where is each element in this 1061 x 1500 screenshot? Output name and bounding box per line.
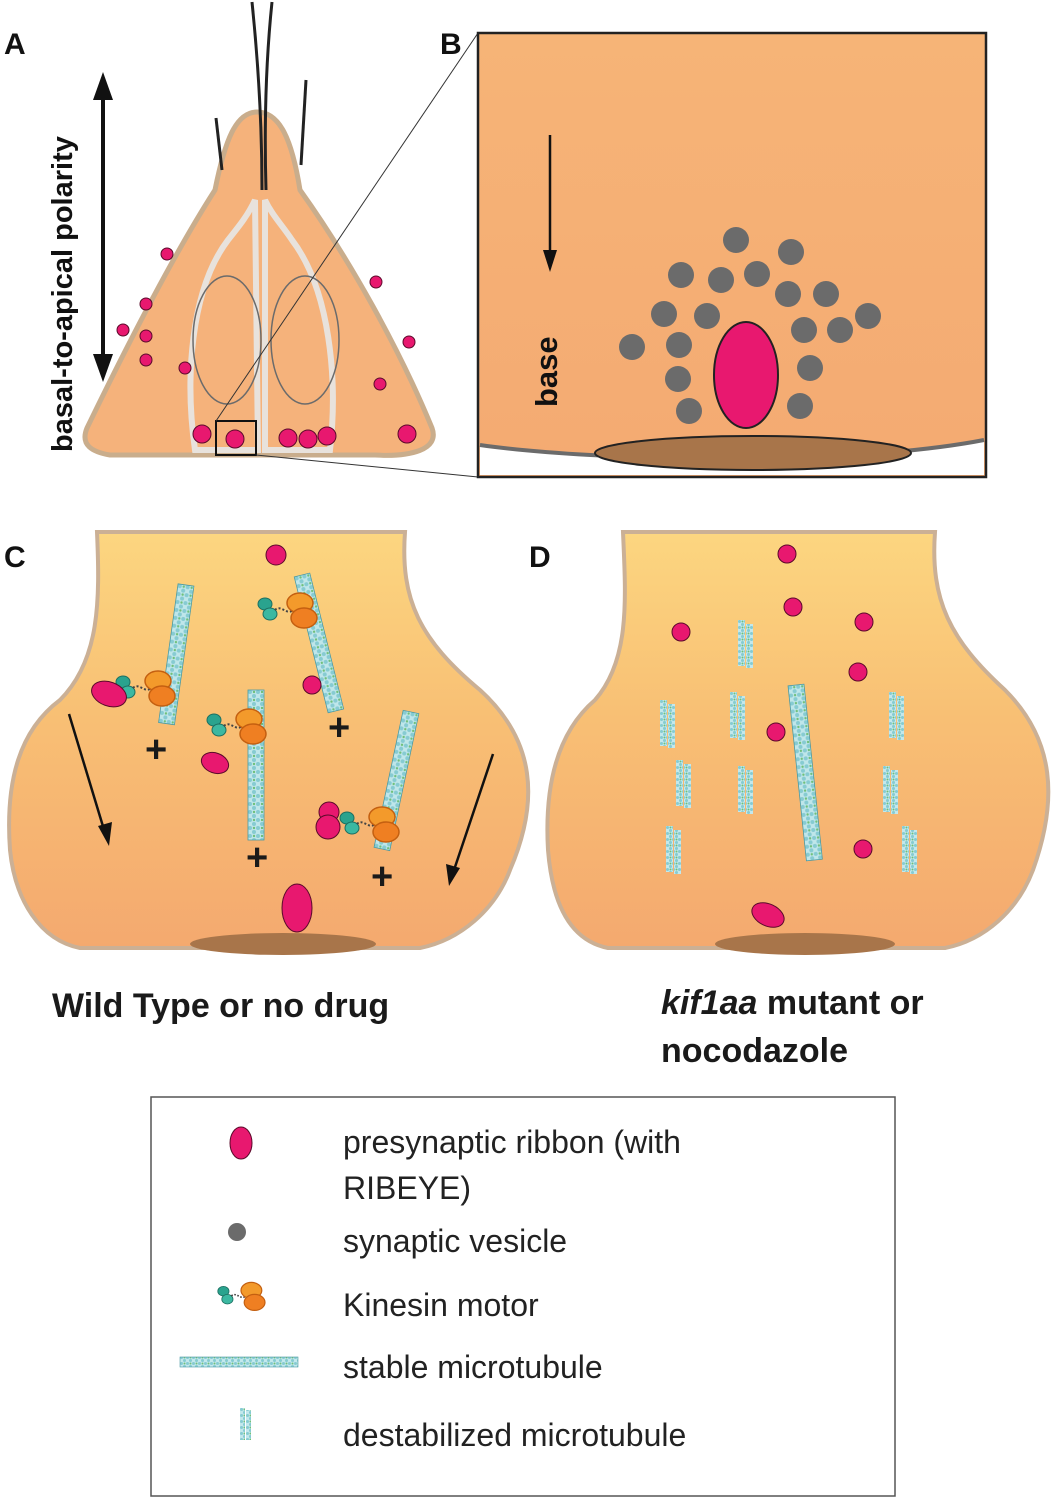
svg-text:+: + xyxy=(328,707,350,749)
panel-c-label: C xyxy=(4,541,26,574)
stereocilia-left xyxy=(214,117,224,171)
panel-d-label: D xyxy=(529,541,551,574)
hair-cell-left xyxy=(187,198,262,453)
panel-b-label: B xyxy=(440,28,462,61)
neuromast-outline xyxy=(82,109,436,458)
stable-microtubule-icon xyxy=(179,1356,299,1368)
panel-c-arrow-left xyxy=(67,713,107,834)
panel-c-plus-ends: + + + + xyxy=(145,707,393,898)
panel-d-caption-rest: mutant or xyxy=(757,984,923,1022)
panel-d-caption: kif1aa mutant or xyxy=(661,984,924,1022)
panel-c-arrow-right xyxy=(451,753,495,874)
legend-ribbon-label-line2: RIBEYE) xyxy=(343,1170,471,1206)
legend-ribbon-label-line1: presynaptic ribbon (with xyxy=(343,1124,681,1160)
panel-b-ribbon xyxy=(713,321,779,429)
zoom-line-bottom xyxy=(255,454,479,478)
svg-text:+: + xyxy=(145,729,167,771)
panel-a: A basal-to-apical polarity xyxy=(4,1,479,478)
zoom-line-top xyxy=(215,32,479,422)
destabilized-microtubule-icon xyxy=(240,1408,251,1440)
hair-cell-c-outline xyxy=(7,530,531,950)
panel-c-terminal xyxy=(190,933,376,955)
polarity-axis-label: basal-to-apical polarity xyxy=(47,136,79,452)
panel-a-ribbons xyxy=(116,247,417,449)
panel-d: D kif1aa mutant or nocodazole xyxy=(529,530,1051,1070)
panel-d-stable-microtubule xyxy=(787,683,823,862)
vesicle-icon xyxy=(228,1223,246,1241)
panel-d-destabilized-microtubules xyxy=(660,620,917,874)
legend-vesicle-label: synaptic vesicle xyxy=(343,1223,567,1259)
svg-text:+: + xyxy=(371,856,393,898)
panel-c-ribbons xyxy=(91,544,341,933)
panel-d-terminal xyxy=(715,933,895,955)
panel-d-caption-italic: kif1aa xyxy=(661,984,757,1022)
polarity-arrow-head-top xyxy=(93,72,113,100)
ribbon-icon xyxy=(229,1126,253,1160)
legend: presynaptic ribbon (with RIBEYE) synapti… xyxy=(150,1096,896,1497)
panel-d-ribbons xyxy=(671,544,874,928)
legend-kinesin-label: Kinesin motor xyxy=(343,1287,539,1323)
zoom-box xyxy=(215,420,257,456)
legend-box xyxy=(150,1096,896,1497)
afferent-terminal xyxy=(594,435,912,471)
stereocilia-right xyxy=(299,79,308,166)
base-arrow-head xyxy=(543,250,557,272)
panel-b: B base xyxy=(440,28,988,479)
panel-c-caption: Wild Type or no drug xyxy=(52,987,389,1025)
panel-c-arrow-left-head xyxy=(98,822,112,846)
svg-text:+: + xyxy=(246,837,268,879)
panel-c: C + + + + xyxy=(4,530,531,1025)
legend-destabilized-mt-label: destabilized microtubule xyxy=(343,1417,686,1453)
kinocilium-left xyxy=(250,1,264,191)
base-label: base xyxy=(529,336,564,407)
panel-c-arrow-right-head xyxy=(446,864,460,886)
legend-stable-mt-label: stable microtubule xyxy=(343,1349,603,1385)
kinocilium-right xyxy=(263,1,274,191)
panel-d-caption-line2: nocodazole xyxy=(661,1032,848,1070)
panel-b-vesicles xyxy=(619,227,881,424)
polarity-arrow-head-bottom xyxy=(93,354,113,382)
panel-a-label: A xyxy=(4,28,26,61)
